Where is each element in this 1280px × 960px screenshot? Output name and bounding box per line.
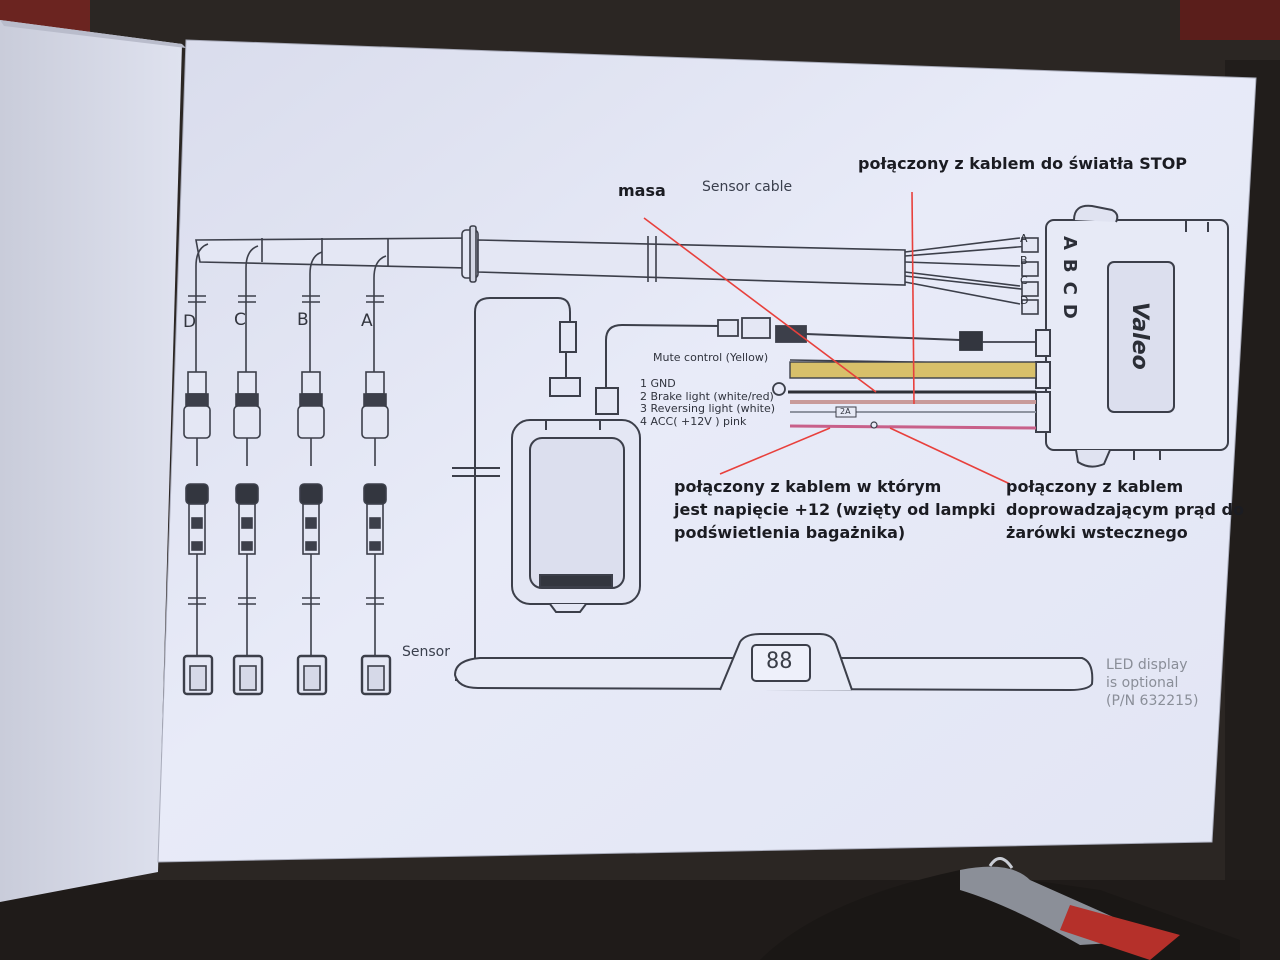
wire-item-brake: 2 Brake light (white/red) xyxy=(640,389,774,403)
sensor-socket xyxy=(241,517,253,529)
connector-letter-c: C xyxy=(1020,274,1028,287)
connector-letter-b: B xyxy=(1020,254,1028,267)
connector-letter-a: A xyxy=(1020,232,1028,245)
left-page xyxy=(0,20,186,902)
sensor-branches xyxy=(182,243,392,696)
sensor-wire xyxy=(373,255,387,372)
sensor-wire xyxy=(245,245,259,372)
sensor-socket xyxy=(241,541,253,551)
sensor-socket xyxy=(299,483,323,505)
parking-sensor xyxy=(239,665,257,691)
control-unit xyxy=(1035,204,1229,468)
sensor-letter-b: B xyxy=(297,310,309,330)
sensor-letter-a: A xyxy=(361,311,373,331)
sensor-plug xyxy=(187,371,207,395)
sensor-plug xyxy=(235,393,259,407)
sensor-socket xyxy=(185,483,209,505)
brand-logo: Valeo xyxy=(1127,302,1152,370)
port-letters: ABCD xyxy=(1059,236,1080,328)
annotation-plus12: połączony z kablem w którym jest napięci… xyxy=(674,475,996,544)
connector-letter-d: D xyxy=(1020,294,1029,307)
parking-sensor xyxy=(303,665,321,691)
annotation-plus12-line-1: połączony z kablem w którym xyxy=(674,477,942,496)
sensor-plug xyxy=(301,371,321,395)
annotation-stop: połączony z kablem do światła STOP xyxy=(858,154,1188,173)
sensor-socket xyxy=(305,541,317,551)
sensor-plug xyxy=(233,405,261,439)
annotation-reverse-line-1: połączony z kablem xyxy=(1006,477,1184,496)
annotation-lines xyxy=(643,191,1011,485)
led-note-line-2: is optional xyxy=(1106,675,1179,691)
buzzer-module xyxy=(452,297,641,681)
led-display xyxy=(453,633,1094,692)
sensor-wire xyxy=(309,251,323,372)
annotation-plus12-line-3: podświetlenia bagażnika) xyxy=(674,523,906,542)
wire-item-reversing: 3 Reversing light (white) xyxy=(640,402,776,415)
led-note-line-1: LED display xyxy=(1106,657,1188,673)
sensor-socket xyxy=(369,517,381,529)
annotation-masa: masa xyxy=(618,181,666,200)
led-display-note: LED display is optional (P/N 632215) xyxy=(1106,656,1198,710)
sensor-harness xyxy=(195,225,1039,315)
annotation-reverse-line-2: doprowadzającym prąd do xyxy=(1006,500,1244,519)
fuse-label: 2A xyxy=(840,407,851,416)
sensor-plug xyxy=(361,405,389,439)
wire-list: 1 GND 2 Brake light (white/red) 3 Revers… xyxy=(640,377,776,428)
sensor-plug xyxy=(237,371,257,395)
display-digits: 88 xyxy=(766,649,793,674)
sensor-socket xyxy=(305,517,317,529)
sensor-plug xyxy=(365,371,385,395)
annotation-plus12-line-2: jest napięcie +12 (wzięty od lampki xyxy=(674,500,996,519)
sensor-plug xyxy=(363,393,387,407)
sensor-letter-c: C xyxy=(234,310,246,330)
wire-item-gnd: 1 GND xyxy=(640,377,676,390)
sensor-wire xyxy=(195,243,209,372)
annotation-reverse: połączony z kablem doprowadzającym prąd … xyxy=(1006,475,1244,544)
sensor-plug xyxy=(299,393,323,407)
wire-item-acc: 4 ACC( +12V ) pink xyxy=(640,414,747,428)
sensor-plug xyxy=(185,393,209,407)
sensor-socket xyxy=(191,517,203,529)
mute-control-label: Mute control (Yellow) xyxy=(653,351,769,364)
sensor-socket xyxy=(369,541,381,551)
sensor-plug xyxy=(297,405,325,439)
sensor-socket xyxy=(363,483,387,505)
parking-sensor xyxy=(189,665,207,691)
sensor-plug xyxy=(183,405,211,439)
sensor-socket xyxy=(235,483,259,505)
sensor-cable-label: Sensor cable xyxy=(702,179,793,195)
sensor-label: Sensor xyxy=(402,644,450,660)
parking-sensor xyxy=(367,665,385,691)
led-note-line-3: (P/N 632215) xyxy=(1106,693,1199,709)
sensor-socket xyxy=(191,541,203,551)
annotation-reverse-line-3: żarówki wstecznego xyxy=(1006,523,1188,542)
alligator-clip xyxy=(760,857,1240,960)
sensor-letter-d: D xyxy=(183,312,197,332)
